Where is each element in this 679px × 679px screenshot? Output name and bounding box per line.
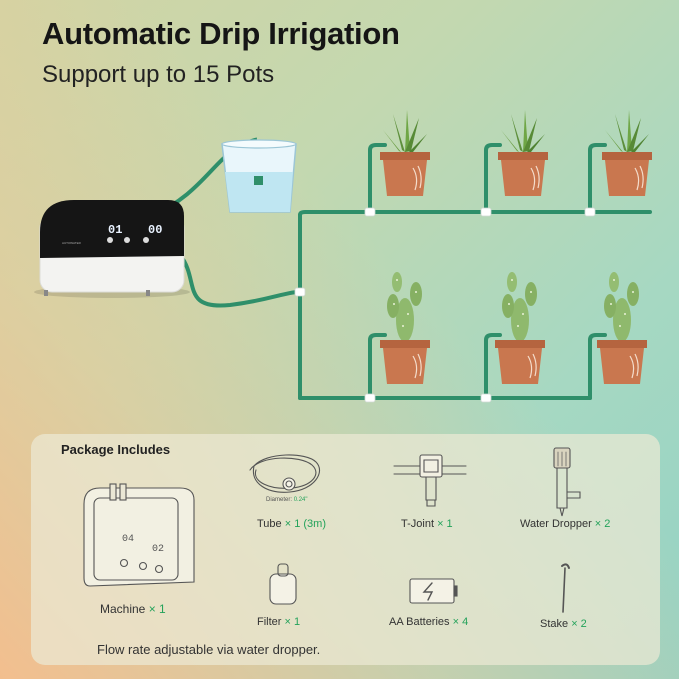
item-tjoint: T-Joint × 1 [401,518,453,530]
device-display-right: 00 [148,223,162,237]
filter-name: Filter [257,616,282,628]
stake-name: Stake [540,618,569,630]
machine-illustration [83,483,195,587]
item-batteries: AA Batteries × 4 [389,616,468,628]
irrigation-device: AUTOWATER 01 00 [34,200,190,298]
device-display-left: 01 [108,223,122,237]
page-subtitle: Support up to 15 Pots [42,61,275,88]
flow-rate-note: Flow rate adjustable via water dropper. [97,642,321,657]
tube-illustration [249,454,321,493]
tube-diameter: Diameter: 0.24" [266,497,308,503]
stake-qty: × 2 [571,618,587,630]
tjoint-illustration [393,454,467,507]
battery-illustration [409,578,458,604]
tjoint-name: T-Joint [401,518,435,530]
tube-diameter-label: Diameter: [266,497,293,503]
filter-illustration [269,563,297,605]
batteries-name: AA Batteries [389,616,450,628]
package-heading: Package Includes [61,442,171,457]
dropper-name: Water Dropper [520,518,592,530]
dropper-qty: × 2 [594,518,611,530]
water-container [221,139,297,213]
svg-text:AUTOWATER: AUTOWATER [62,241,82,245]
page-title: Automatic Drip Irrigation [42,16,400,51]
tube-name: Tube [257,518,282,530]
filter-qty: × 1 [284,616,301,628]
item-machine: Machine × 1 [100,602,166,616]
machine-display-right: 02 [152,544,164,555]
item-tube: Tube × 1 (3m) [257,518,326,530]
tube-qty: × 1 (3m) [284,518,326,530]
machine-display-left: 04 [122,534,134,545]
machine-name: Machine [100,602,146,616]
dropper-illustration [553,447,581,517]
item-dropper: Water Dropper × 2 [520,518,610,530]
machine-qty: × 1 [148,602,166,616]
tube-diameter-value: 0.24" [293,497,308,503]
tjoint-qty: × 1 [437,518,453,530]
stake-illustration [561,563,570,613]
batteries-qty: × 4 [452,616,469,628]
item-stake: Stake × 2 [540,618,587,630]
irrigation-scene: AUTOWATER 01 00 [34,110,653,403]
item-filter: Filter × 1 [257,616,300,628]
